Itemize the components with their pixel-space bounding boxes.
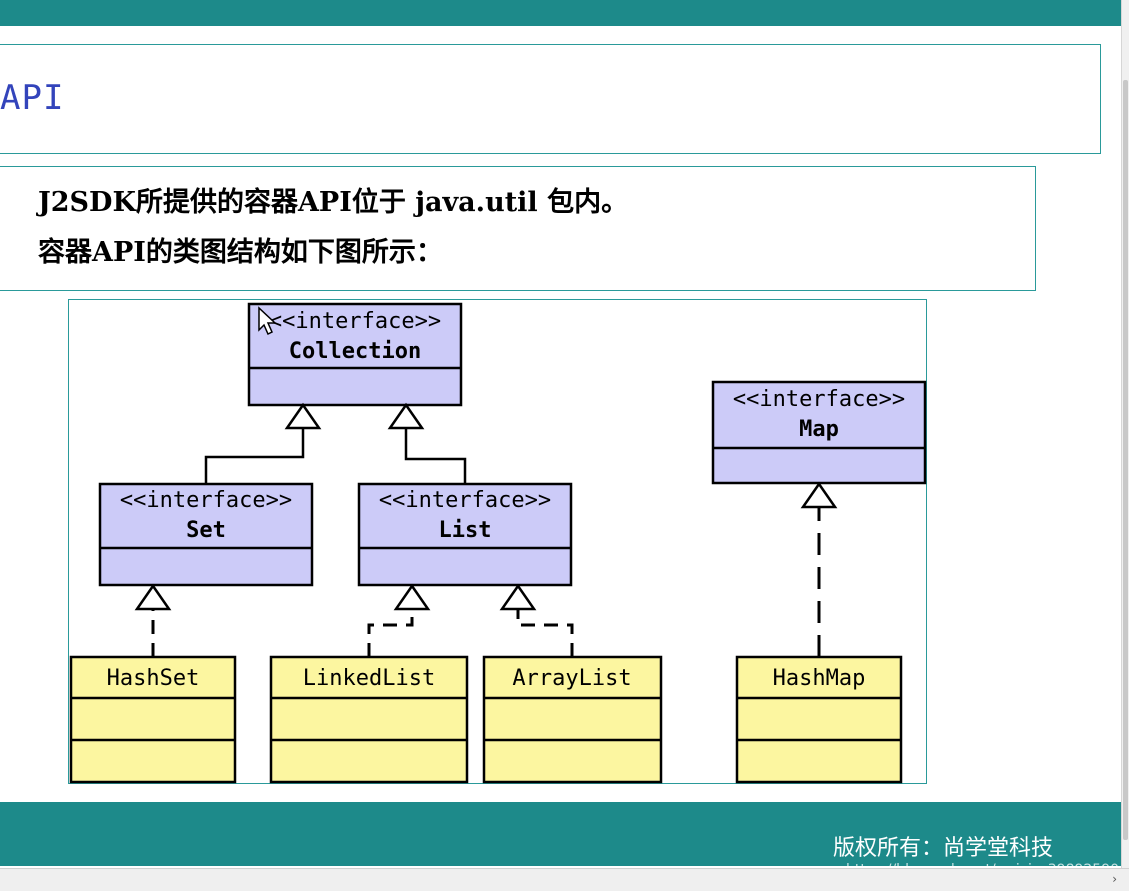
uml-class-diagram: <<interface>> Collection <<interface>> S… <box>68 299 927 784</box>
copyright-text: 版权所有：尚学堂科技 <box>833 836 1054 861</box>
footer-bar <box>0 802 1121 866</box>
hashmap-implements-map-edge <box>800 481 838 657</box>
list-interface-box: <<interface>> List <box>357 482 573 587</box>
map-interface-box: <<interface>> Map <box>711 380 927 485</box>
list-extends-collection-edge <box>387 402 467 484</box>
slide-title: API <box>0 78 65 118</box>
vertical-scrollbar[interactable] <box>1121 0 1129 868</box>
arraylist-class-box: ArrayList <box>482 655 663 784</box>
body-line-1: J2SDK所提供的容器API位于 java.util 包内。 <box>38 187 629 218</box>
hashset-implements-set-edge <box>134 583 172 657</box>
set-name: Set <box>186 518 226 543</box>
hashmap-class-box: HashMap <box>735 655 903 784</box>
arraylist-name: ArrayList <box>512 666 631 691</box>
collection-interface-box: <<interface>> Collection <box>247 302 463 407</box>
horizontal-scrollbar[interactable]: › <box>0 868 1129 891</box>
hashset-name: HashSet <box>107 666 200 691</box>
linkedlist-implements-list-edge <box>367 583 431 657</box>
mouse-cursor-icon <box>258 306 277 336</box>
set-interface-box: <<interface>> Set <box>98 482 314 587</box>
top-banner <box>0 0 1121 26</box>
set-extends-collection-edge <box>204 402 322 484</box>
map-name: Map <box>799 417 839 442</box>
linkedlist-name: LinkedList <box>303 666 435 691</box>
linkedlist-class-box: LinkedList <box>269 655 469 784</box>
arraylist-implements-list-edge <box>499 583 574 657</box>
title-frame <box>0 44 1101 154</box>
scroll-right-arrow-icon[interactable]: › <box>1112 872 1117 886</box>
list-stereotype: <<interface>> <box>379 488 551 513</box>
collection-name: Collection <box>289 339 421 364</box>
body-text-frame <box>0 166 1036 291</box>
hashset-class-box: HashSet <box>69 655 237 784</box>
uml-diagram-canvas: <<interface>> Collection <<interface>> S… <box>69 302 927 784</box>
body-line-2: 容器API的类图结构如下图所示： <box>38 237 443 268</box>
collection-stereotype: <<interface>> <box>269 309 441 334</box>
list-name: List <box>439 518 492 543</box>
hashmap-name: HashMap <box>773 666 866 691</box>
vertical-scrollbar-thumb[interactable] <box>1123 80 1128 840</box>
set-stereotype: <<interface>> <box>120 488 292 513</box>
map-stereotype: <<interface>> <box>733 387 905 412</box>
